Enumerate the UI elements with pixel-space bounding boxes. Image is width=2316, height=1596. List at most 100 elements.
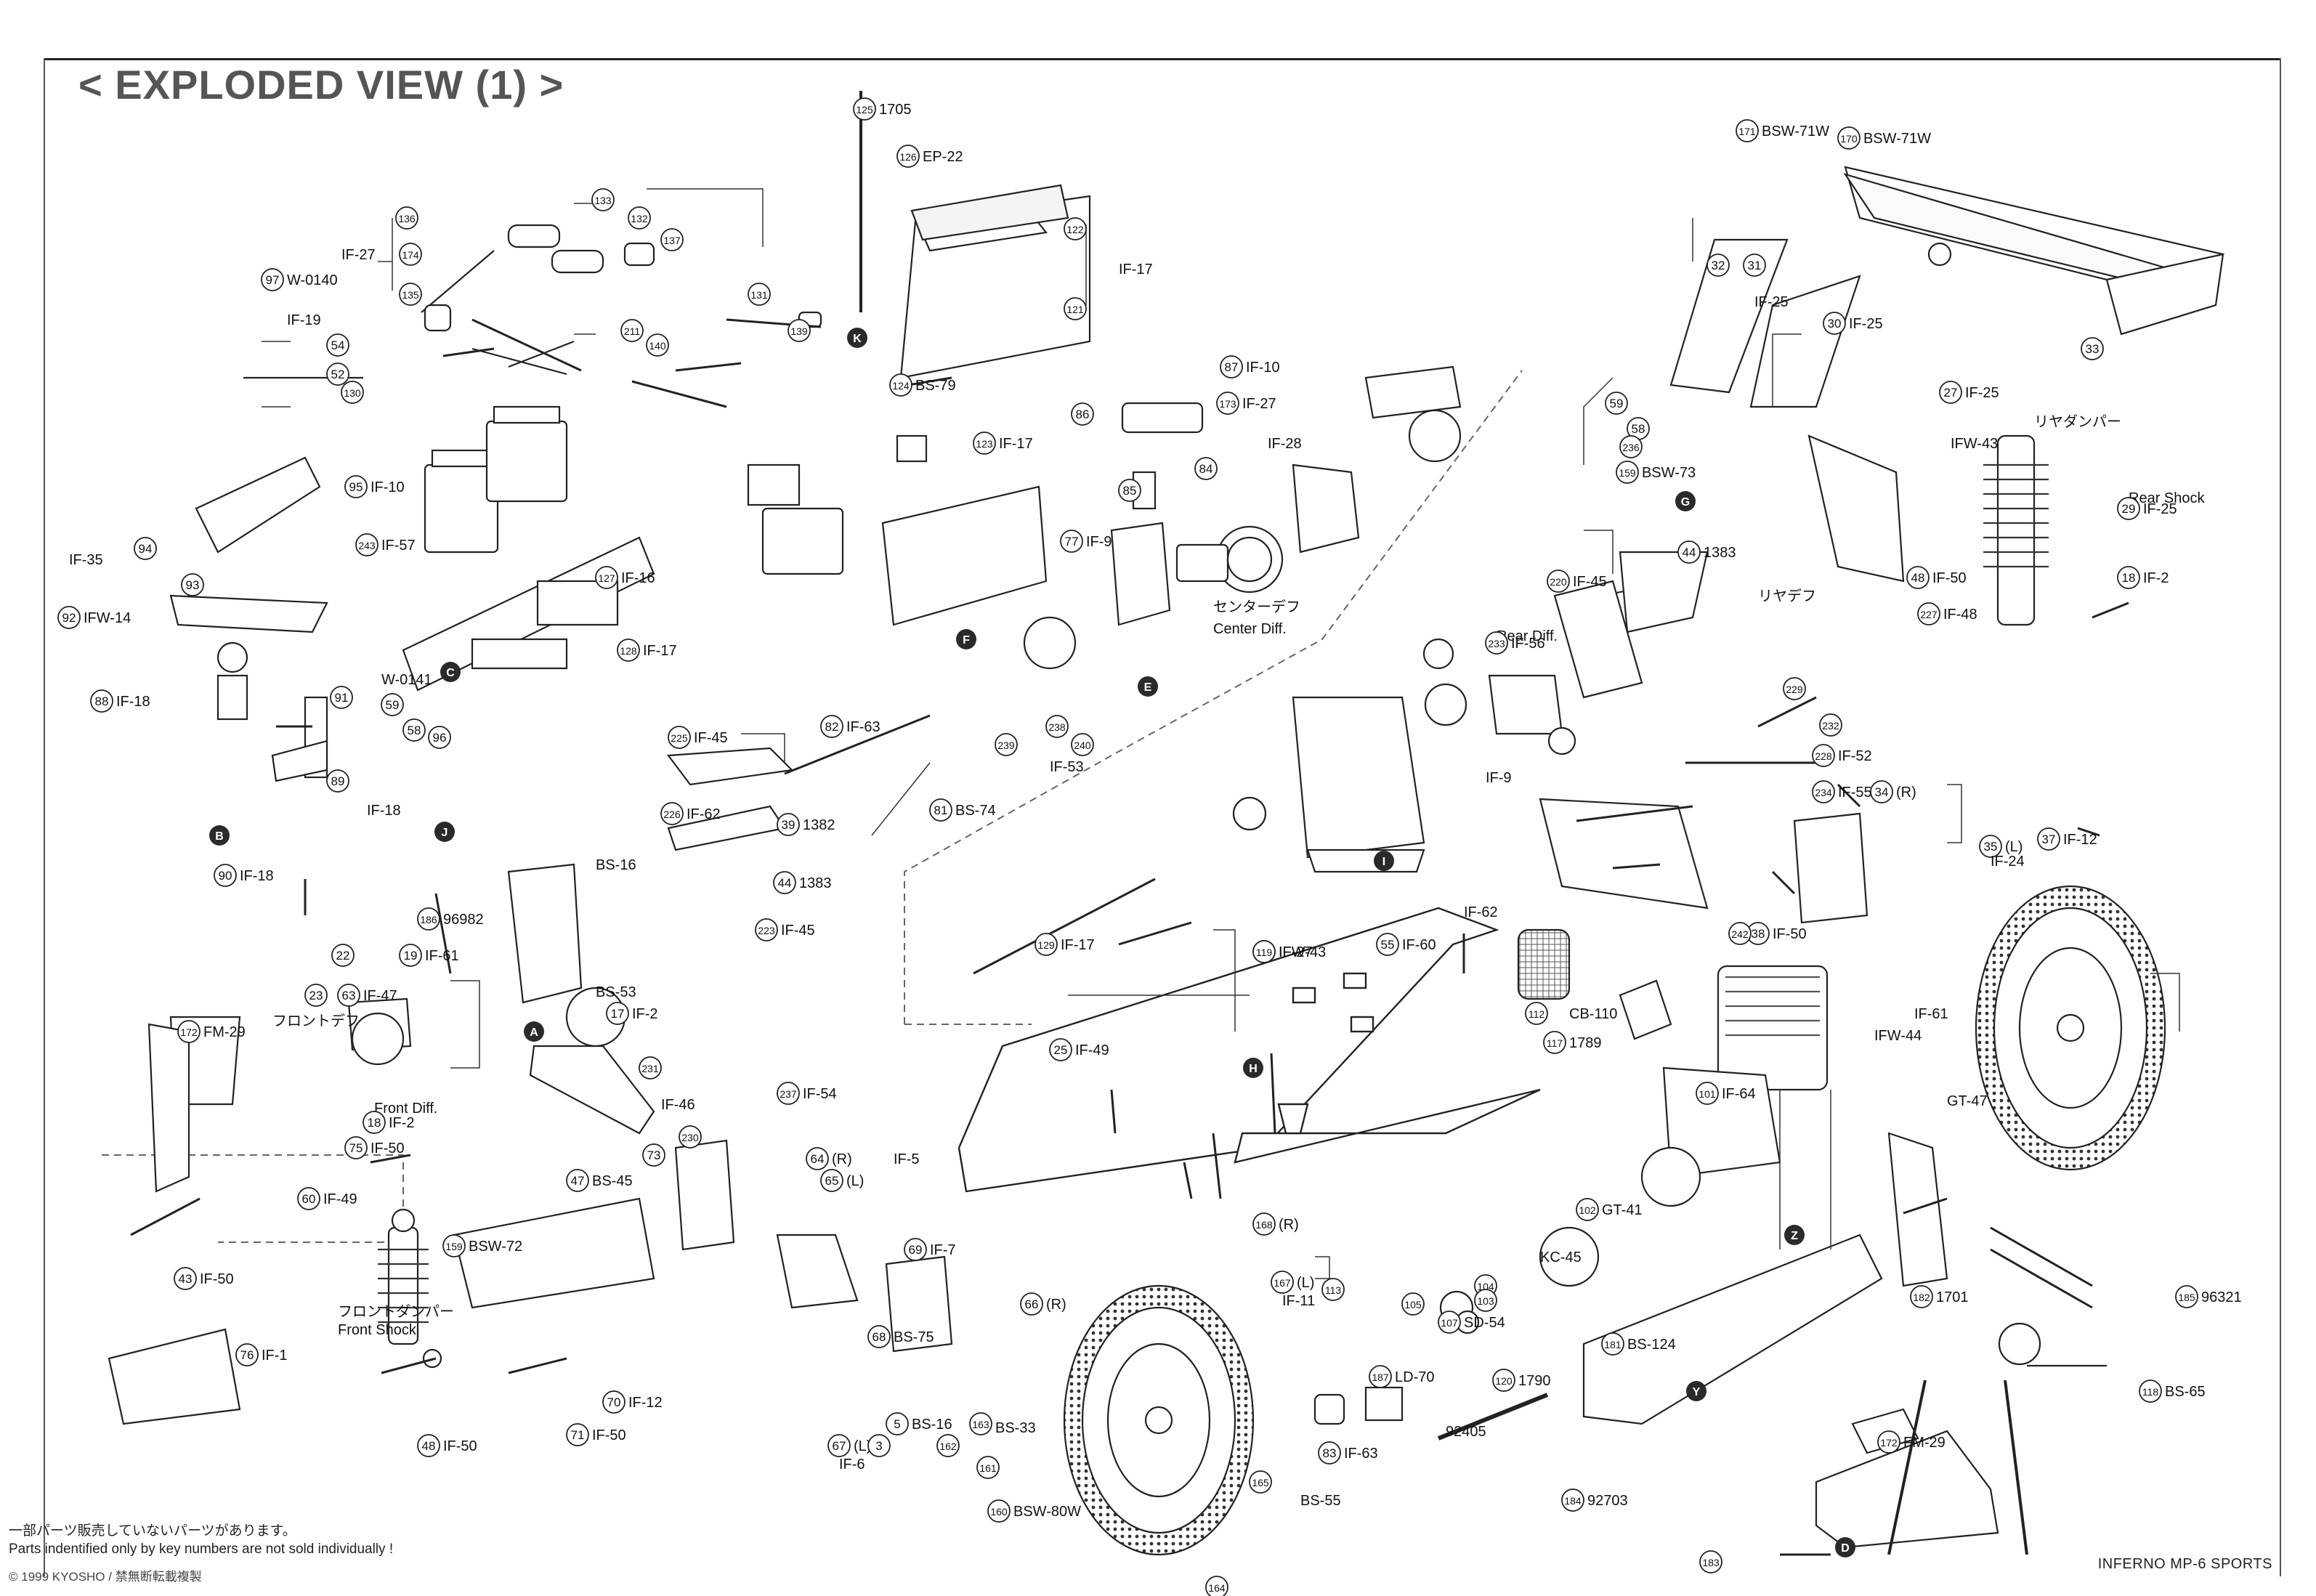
callout-label-86: Front Shock: [338, 1322, 417, 1338]
callout-168-113: 168(R): [1252, 1212, 1299, 1236]
callout-number: 172: [1880, 1437, 1898, 1449]
callout-number: 82: [825, 720, 839, 734]
callout-label-174: IF-9: [1486, 770, 1512, 786]
callout-number-circle: [326, 769, 349, 793]
callout-number-circle: [1706, 254, 1730, 277]
callout-number: 92: [62, 611, 76, 625]
key-letter-badge: [524, 1021, 544, 1042]
callout-number-circle: [134, 537, 157, 560]
callout-part-code: GT-47: [1947, 1093, 1988, 1109]
callout-number: 18: [2122, 571, 2136, 585]
callout-label-60: BS-16: [596, 857, 636, 873]
callout-number: 181: [1604, 1339, 1621, 1350]
callout-number: 97: [266, 273, 280, 287]
callout-52-21: 52: [326, 362, 349, 386]
callout-number: 88: [95, 694, 109, 708]
callout-number-circle: [787, 319, 811, 342]
callout-number: 93: [186, 578, 200, 592]
callout-part-code: 96321: [2201, 1289, 2242, 1305]
callout-number: 240: [1074, 740, 1091, 751]
rear-suspension-parts: [1232, 166, 2225, 924]
callout-part-code: Rear Shock: [2129, 490, 2205, 506]
callout-number: 22: [336, 949, 350, 963]
radio-servo-parts: [169, 224, 822, 782]
callout-number: 161: [979, 1462, 997, 1474]
callout-number: 232: [1822, 720, 1839, 732]
callout-part-code: (R): [1896, 785, 1916, 801]
callout-number: 44: [1683, 546, 1696, 559]
callout-part-code: IF-53: [1050, 759, 1084, 775]
callout-number: 220: [1550, 576, 1567, 588]
callout-number-circle: [606, 1002, 629, 1025]
callout-part-code: IF-50: [371, 1141, 405, 1157]
callout-number-circle: [297, 1187, 320, 1210]
key-letter-c: C: [440, 662, 461, 682]
callout-number: 119: [1256, 947, 1273, 958]
callout-139-15: 139: [787, 319, 811, 342]
key-letter-text: Y: [1693, 1386, 1701, 1398]
callout-number-circle: [867, 1325, 891, 1348]
callout-part-code: FM-29: [203, 1024, 246, 1040]
callout-number-circle: [1819, 713, 1842, 737]
frame-top-rule: [44, 58, 2281, 60]
key-letter-badge: [209, 825, 230, 846]
callout-number-circle: [1071, 402, 1094, 426]
callout-number-circle: [1870, 780, 1893, 803]
key-letter-text: A: [530, 1026, 538, 1039]
callout-number: 71: [571, 1428, 585, 1442]
callout-number-circle: [341, 381, 364, 404]
callout-number-circle: [1438, 1311, 1461, 1334]
callout-number: 66: [1025, 1297, 1039, 1311]
callout-number-circle: [399, 283, 422, 306]
callout-number-circle: [827, 1434, 851, 1457]
callout-number: 34: [1875, 785, 1889, 799]
callout-number-circle: [344, 475, 368, 498]
callout-part-code: IF-25: [2143, 501, 2177, 517]
callout-number-circle: [1020, 1292, 1043, 1316]
model-name: INFERNO MP-6 SPORTS: [2097, 1556, 2272, 1572]
callout-part-code: IF-12: [2063, 832, 2097, 848]
callout-number: 113: [1325, 1284, 1342, 1296]
callout-part-code: IF-63: [1344, 1446, 1378, 1462]
callout-number-circle: [755, 918, 778, 941]
callout-part-code: CB-110: [1569, 1006, 1617, 1022]
callout-number-circle: [936, 1434, 960, 1457]
callout-number: 48: [1911, 571, 1925, 585]
callout-number: 55: [1381, 938, 1395, 952]
callout-number: 228: [1815, 750, 1832, 762]
callout-part-code: IF-50: [592, 1427, 626, 1443]
callout-number-circle: [337, 984, 360, 1007]
callout-number-circle: [57, 606, 81, 629]
callout-number-circle: [886, 1412, 909, 1435]
callout-59-33: 59: [381, 693, 404, 716]
callout-86-42: 86: [1071, 402, 1094, 426]
callout-number: 37: [2042, 833, 2056, 846]
key-letter-text: D: [1841, 1542, 1850, 1555]
callout-part-code: IF-17: [643, 643, 677, 659]
callout-part-code: IF-24: [1991, 854, 2025, 870]
callout-label-168: IF-24: [1991, 854, 2025, 870]
callout-part-code: IF-9: [1086, 534, 1112, 550]
callout-part-code: IF-27: [1279, 944, 1313, 960]
callout-label-4: IF-17: [1119, 262, 1153, 278]
callout-93-28: 93: [181, 573, 204, 596]
callout-part-code: (R): [832, 1151, 852, 1167]
callout-number: 38: [1752, 927, 1765, 941]
copyright-note: © 1999 KYOSHO / 禁無断転載複製: [9, 1570, 202, 1584]
callout-part-code: IFW-44: [1874, 1028, 1922, 1044]
callout-number: 236: [1622, 442, 1640, 453]
callout-105-125: 105: [1401, 1292, 1425, 1316]
callout-number: 243: [358, 540, 376, 551]
